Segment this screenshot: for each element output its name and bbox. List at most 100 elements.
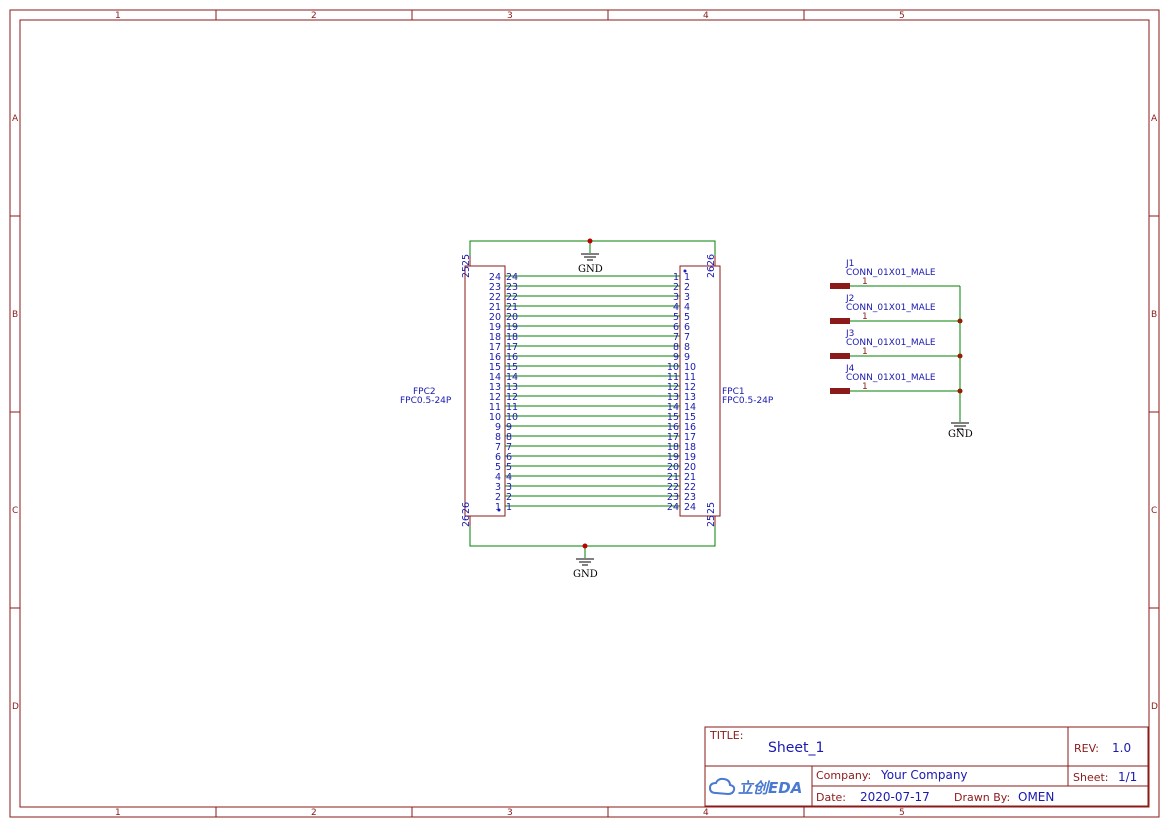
grid-row-label: A (12, 114, 19, 124)
fpc-pins: 1122334455667788991010111112121313141415… (489, 269, 696, 513)
gnd-top-junction (587, 238, 593, 244)
fpc1-pin-num: 15 (667, 412, 679, 423)
gnd-bottom-wire (469, 526, 716, 547)
fpc1-ref: FPC1 (722, 387, 745, 397)
fpc2-pin-num: 17 (506, 342, 518, 353)
connector-pin-body (830, 318, 850, 324)
fpc2-pin-num: 13 (506, 382, 518, 393)
sheet-label: Sheet: (1073, 771, 1109, 784)
fpc2-pin-name: 22 (489, 292, 501, 303)
grid-row-label: B (12, 310, 18, 320)
fpc2-pin25-label: 25 (461, 266, 472, 278)
fpc1-pin-num: 20 (667, 462, 679, 473)
fpc1-pin-name: 9 (684, 352, 690, 363)
fpc2-pin-num: 6 (506, 452, 512, 463)
fpc2-pin-num: 24 (506, 272, 518, 283)
gnd-top-label: GND (578, 264, 603, 275)
fpc1-pin-num: 14 (667, 402, 679, 413)
fpc1-pin-num: 21 (667, 472, 679, 483)
fpc2-pin-num: 19 (506, 322, 518, 333)
fpc2-body (464, 265, 506, 517)
fpc1-pin-name: 12 (684, 382, 696, 393)
gnd-top-symbol (581, 253, 599, 261)
date-label: Date: (816, 791, 846, 804)
fpc1-pin-name: 3 (684, 292, 690, 303)
company-label: Company: (816, 769, 871, 782)
connector-pin-body (830, 283, 850, 289)
gnd-right-symbol (951, 422, 969, 430)
fpc1-pin-num: 4 (673, 302, 679, 313)
fpc1-pin-num: 5 (673, 312, 679, 323)
fpc1-pin-name: 16 (684, 422, 696, 433)
cloud-icon (708, 777, 736, 796)
inner-frame (19, 19, 1150, 808)
connector-pin-num: 1 (862, 347, 868, 357)
fpc1-pin26-label: 26 (706, 266, 717, 278)
fpc2-pin-num: 5 (506, 462, 512, 473)
title-value: Sheet_1 (768, 740, 824, 756)
grid-col-label: 5 (899, 11, 905, 21)
fpc2-pin-num: 22 (506, 292, 518, 303)
fpc2-pin-name: 18 (489, 332, 501, 343)
connector-value: CONN_01X01_MALE (846, 303, 936, 313)
fpc2-pin-name: 7 (495, 442, 501, 453)
fpc2-pin-num: 14 (506, 372, 518, 383)
fpc2-pin-name: 20 (489, 312, 501, 323)
fpc2-pin-name: 11 (489, 402, 501, 413)
connector-pin-num: 1 (862, 382, 868, 392)
rev-label: REV: (1074, 742, 1099, 755)
fpc2-pin-name: 6 (495, 452, 501, 463)
connector-value: CONN_01X01_MALE (846, 268, 936, 278)
fpc2-pin-name: 19 (489, 322, 501, 333)
fpc2-pin-num: 15 (506, 362, 518, 373)
connector-ref: J3 (845, 329, 854, 339)
fpc1-pin-num: 2 (673, 282, 679, 293)
fpc1-pin-num: 9 (673, 352, 679, 363)
grid-col-label: 3 (507, 808, 513, 818)
company-value: Your Company (880, 768, 968, 782)
sheet-value: 1/1 (1118, 770, 1137, 784)
fpc2-pin-num: 11 (506, 402, 518, 413)
connector-value: CONN_01X01_MALE (846, 338, 936, 348)
fpc2-pin25-num: 25 (461, 254, 472, 266)
fpc1-pin-name: 11 (684, 372, 696, 383)
grid-row-label: D (1151, 702, 1158, 712)
grid-col-label: 1 (115, 11, 121, 21)
fpc1-pin-num: 6 (673, 322, 679, 333)
fpc2-pin-name: 21 (489, 302, 501, 313)
connector-pin-num: 1 (862, 277, 868, 287)
fpc2-pin-num: 4 (506, 472, 512, 483)
drawn-by-value: OMEN (1018, 790, 1054, 804)
fpc1-pin-name: 13 (684, 392, 696, 403)
fpc2-pin1-marker (497, 508, 501, 512)
fpc1-pin-name: 14 (684, 402, 696, 413)
fpc1-pin-num: 17 (667, 432, 679, 443)
fpc2-pin26-label: 26 (461, 502, 472, 514)
connector-ref: J4 (845, 364, 855, 374)
fpc2-pin-num: 23 (506, 282, 518, 293)
grid-row-label: C (1151, 506, 1157, 516)
fpc2-pin-name: 15 (489, 362, 501, 373)
fpc2-pin-num: 7 (506, 442, 512, 453)
fpc1-pin25-num: 25 (706, 515, 717, 527)
fpc1-pin-name: 10 (684, 362, 696, 373)
fpc2-pin-name: 14 (489, 372, 501, 383)
grid-col-label: 4 (703, 808, 709, 818)
rev-value: 1.0 (1112, 741, 1131, 755)
fpc1-pin-name: 5 (684, 312, 690, 323)
fpc1-pin-num: 22 (667, 482, 679, 493)
fpc2-pin-num: 3 (506, 482, 512, 493)
gnd-bottom-junction (582, 543, 588, 549)
gnd-right-label: GND (948, 429, 973, 440)
fpc1-pin-num: 10 (667, 362, 679, 373)
fpc1-pin-name: 8 (684, 342, 690, 353)
grid-row-label: D (12, 702, 19, 712)
fpc2-pin-num: 2 (506, 492, 512, 503)
fpc1-value: FPC0.5-24P (722, 396, 774, 406)
title-block: TITLE: Sheet_1 REV: 1.0 Company: Your Co… (704, 726, 1149, 807)
gnd-bottom-label: GND (573, 569, 598, 580)
date-value: 2020-07-17 (860, 790, 930, 804)
fpc2-ref: FPC2 (413, 387, 436, 397)
fpc1-pin25-label: 25 (706, 502, 717, 514)
